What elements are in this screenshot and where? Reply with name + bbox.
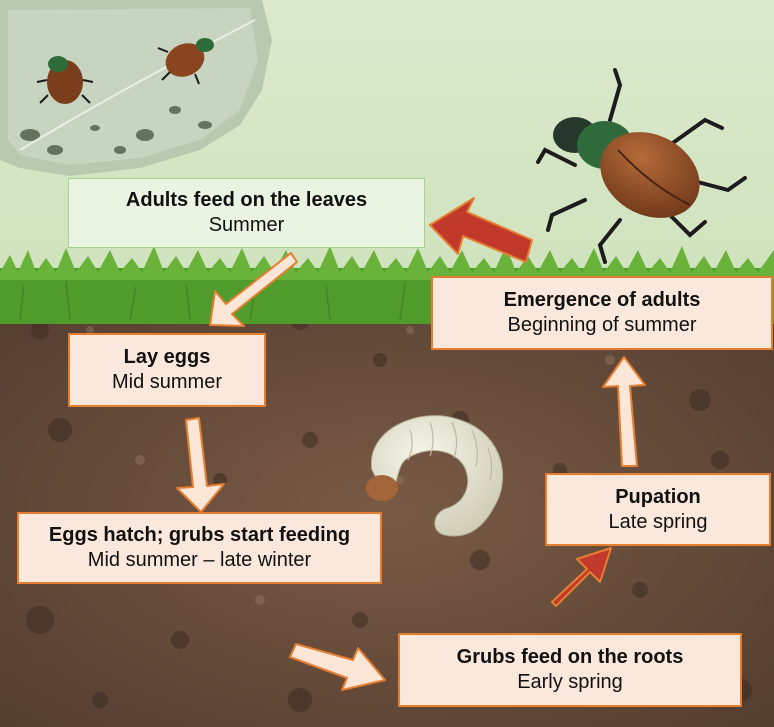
stage-title: Eggs hatch; grubs start feeding bbox=[49, 523, 350, 548]
stage-lay-eggs: Lay eggs Mid summer bbox=[68, 333, 266, 407]
stage-eggs-hatch: Eggs hatch; grubs start feeding Mid summ… bbox=[17, 512, 382, 584]
stage-title: Pupation bbox=[615, 485, 701, 510]
stage-title: Adults feed on the leaves bbox=[126, 188, 367, 213]
stage-title: Grubs feed on the roots bbox=[457, 645, 684, 670]
stage-season: Mid summer bbox=[112, 370, 222, 395]
stage-pupation: Pupation Late spring bbox=[545, 473, 771, 546]
stage-grubs-roots: Grubs feed on the roots Early spring bbox=[398, 633, 742, 707]
stage-emergence: Emergence of adults Beginning of summer bbox=[431, 276, 773, 350]
stage-adults-feed: Adults feed on the leaves Summer bbox=[68, 178, 425, 248]
stage-season: Summer bbox=[209, 213, 285, 238]
stage-title: Emergence of adults bbox=[504, 288, 701, 313]
stage-title: Lay eggs bbox=[124, 345, 211, 370]
stage-season: Early spring bbox=[517, 670, 623, 695]
stage-season: Late spring bbox=[609, 510, 708, 535]
stage-season: Mid summer – late winter bbox=[88, 548, 311, 573]
stage-season: Beginning of summer bbox=[508, 313, 697, 338]
